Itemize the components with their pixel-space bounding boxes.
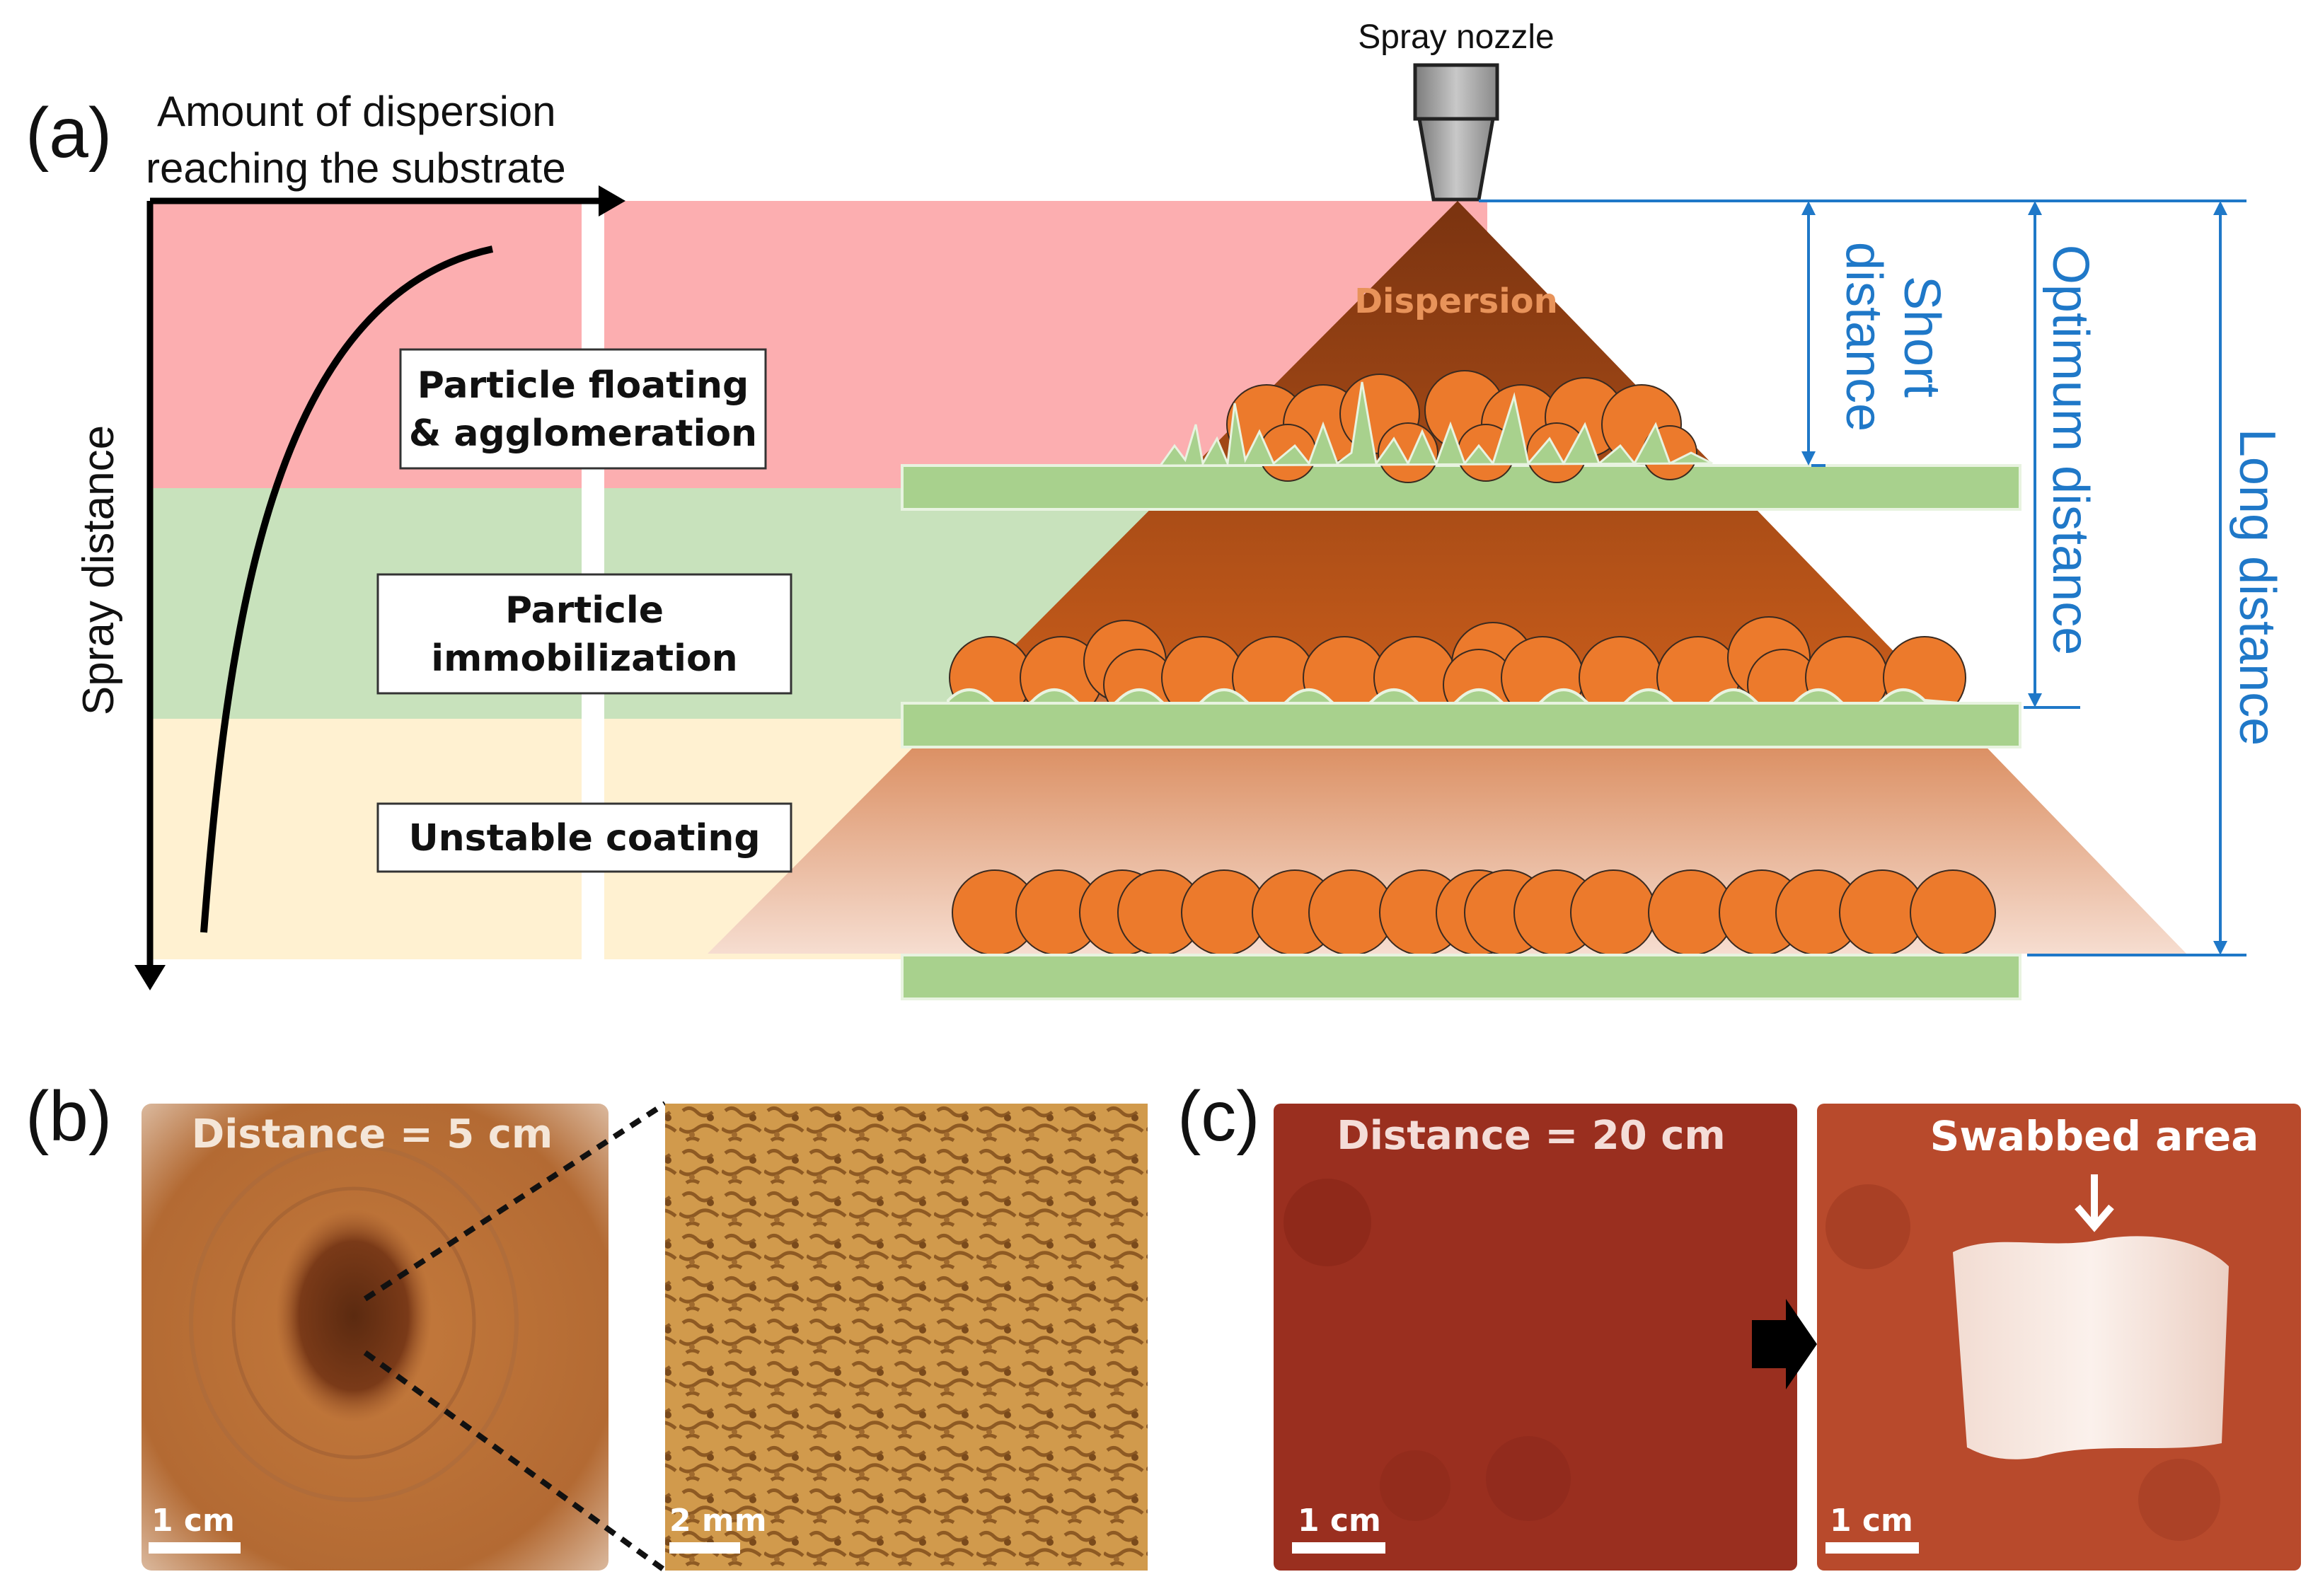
x-axis-label-line2: reaching the substrate [146, 144, 566, 192]
panel-a: Spray nozzle Dispersion (a) Amount of di… [25, 18, 2285, 1000]
scale-label-right-b: 2 mm [669, 1503, 767, 1539]
distance-20cm-label: Distance = 20 cm [1337, 1113, 1726, 1159]
photo-20cm-before [1274, 1104, 1797, 1571]
substrate-optimum [901, 702, 2021, 748]
swabbed-region [1953, 1236, 2229, 1459]
panel-c-label: (c) [1177, 1077, 1260, 1156]
short-distance-line2: distance [1835, 242, 1892, 432]
spray-cone [708, 201, 2186, 954]
scale-bar-right-b [669, 1542, 740, 1554]
box-3-text: Unstable coating [408, 817, 760, 860]
scale-label-right-c: 1 cm [1830, 1503, 1913, 1539]
grass-short [1158, 381, 1713, 468]
axes [146, 197, 608, 976]
optimum-distance-label: Optimum distance [2042, 245, 2099, 655]
distance-5cm-label: Distance = 5 cm [192, 1111, 553, 1157]
scale-bar-left-c [1292, 1542, 1385, 1554]
nozzle-label: Spray nozzle [1358, 18, 1554, 56]
down-arrow-icon [2075, 1174, 2114, 1232]
long-distance-label: Long distance [2229, 429, 2285, 746]
y-axis-arrowhead [134, 965, 166, 990]
dimension-arrowheads [1801, 201, 2227, 955]
swabbed-area-label: Swabbed area [1930, 1112, 2259, 1160]
photo-20cm-after [1817, 1104, 2301, 1571]
scale-bar-right-c [1825, 1542, 1919, 1554]
panel-c: (c) Distance = 20 cm 1 cm Swabbed area 1… [1177, 1077, 2301, 1571]
trend-curve [200, 245, 494, 933]
photo-zoomed-texture [665, 1104, 1148, 1571]
coating-spot [276, 1210, 432, 1422]
box-particle-immobilization: Particle immobilization [376, 573, 792, 695]
box-1-line2: & agglomeration [409, 412, 757, 455]
transition-arrow-icon [1752, 1299, 1817, 1389]
y-axis-label: Spray distance [74, 425, 123, 715]
scale-bar-left-b [149, 1542, 241, 1554]
panel-a-label: (a) [25, 93, 112, 173]
box-2-line2: immobilization [431, 637, 737, 680]
scale-label-left-c: 1 cm [1298, 1503, 1381, 1539]
scale-label-left-b: 1 cm [151, 1503, 235, 1539]
box-2-line1: Particle [505, 589, 664, 632]
x-axis-label-line1: Amount of dispersion [157, 88, 556, 135]
particles-long [952, 869, 1996, 956]
box-particle-floating: Particle floating & agglomeration [399, 348, 767, 470]
dispersion-label: Dispersion [1354, 282, 1558, 321]
box-unstable-coating: Unstable coating [376, 802, 792, 873]
box-1-line1: Particle floating [417, 364, 749, 407]
spray-nozzle-icon [1413, 63, 1499, 202]
panel-b: (b) Distance = 5 cm 1 cm 2 mm [25, 1077, 1148, 1573]
dimension-lines [1479, 200, 2246, 956]
panel-b-label: (b) [25, 1077, 112, 1156]
zoom-line-top [363, 1101, 667, 1302]
x-axis-arrowhead [599, 185, 625, 216]
short-distance-line1: Short [1893, 276, 1950, 398]
substrate-short [901, 464, 2021, 511]
zoom-line-bottom [363, 1350, 667, 1573]
photo-5cm [142, 1104, 608, 1571]
substrate-long [901, 954, 2021, 1000]
